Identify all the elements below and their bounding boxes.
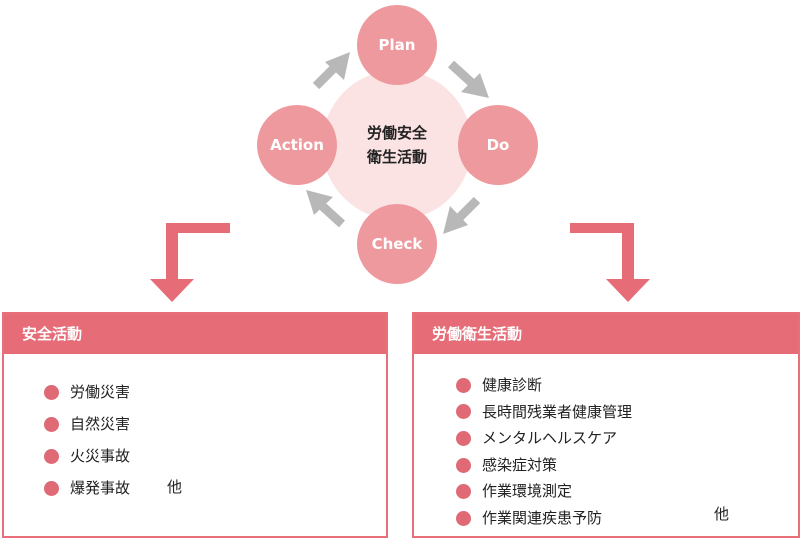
cycle-arrow-plan-to-do <box>447 60 489 98</box>
plan-label: Plan <box>379 36 416 54</box>
list-item: 爆発事故 <box>44 472 130 504</box>
flow-arrow-left <box>150 223 230 302</box>
safety-activities-panel: 安全活動 労働災害 自然災害 火災事故 爆発事故 他 <box>2 312 388 538</box>
list-item: 作業関連疾患予防 <box>456 505 632 532</box>
action-label: Action <box>270 136 324 154</box>
bullet-icon <box>44 448 59 464</box>
bullet-icon <box>44 384 59 400</box>
list-item: 労働災害 <box>44 376 130 408</box>
do-label: Do <box>487 136 510 154</box>
check-node <box>357 204 437 284</box>
occupational-health-title: 労働衛生活動 <box>414 314 798 354</box>
center-circle <box>322 70 472 220</box>
cycle-arrow-action-to-plan <box>312 52 350 90</box>
bullet-icon <box>456 510 471 526</box>
center-label-line2: 衛生活動 <box>366 148 427 166</box>
safety-etc-label: 他 <box>167 478 183 496</box>
occupational-health-list: 健康診断 長時間残業者健康管理 メンタルヘルスケア 感染症対策 作業環境測定 作… <box>456 372 632 532</box>
cycle-arrow-do-to-check <box>443 196 481 234</box>
center-label-line1: 労働安全 <box>367 124 428 142</box>
bullet-icon <box>456 377 471 393</box>
bullet-icon <box>456 404 471 420</box>
action-node <box>257 105 337 185</box>
list-item: 長時間残業者健康管理 <box>456 399 632 426</box>
list-item-label: 自然災害 <box>70 415 131 433</box>
safety-activities-title: 安全活動 <box>4 314 386 354</box>
bullet-icon <box>456 457 471 473</box>
list-item-label: メンタルヘルスケア <box>482 429 618 448</box>
list-item: 感染症対策 <box>456 452 632 479</box>
bullet-icon <box>456 484 471 500</box>
list-item: 自然災害 <box>44 408 130 440</box>
list-item: 健康診断 <box>456 372 632 399</box>
flow-arrow-right <box>570 223 650 302</box>
list-item-label: 長時間残業者健康管理 <box>482 402 633 421</box>
check-label: Check <box>372 235 424 253</box>
list-item-label: 作業関連疾患予防 <box>482 508 603 527</box>
do-node <box>458 105 538 185</box>
list-item: 作業環境測定 <box>456 478 632 505</box>
list-item-label: 健康診断 <box>482 376 543 394</box>
list-item: 火災事故 <box>44 440 130 472</box>
health-etc-label: 他 <box>714 505 730 523</box>
bullet-icon <box>456 430 471 446</box>
list-item-label: 感染症対策 <box>482 455 558 474</box>
plan-node <box>357 5 437 85</box>
list-item: メンタルヘルスケア <box>456 425 632 452</box>
list-item-label: 爆発事故 <box>70 479 131 497</box>
bullet-icon <box>44 480 59 496</box>
safety-activities-list: 労働災害 自然災害 火災事故 爆発事故 <box>44 376 130 504</box>
list-item-label: 労働災害 <box>70 383 131 401</box>
list-item-label: 作業環境測定 <box>482 482 573 501</box>
bullet-icon <box>44 416 59 432</box>
cycle-arrow-check-to-action <box>306 190 346 228</box>
occupational-health-panel: 労働衛生活動 健康診断 長時間残業者健康管理 メンタルヘルスケア 感染症対策 作… <box>412 312 800 538</box>
list-item-label: 火災事故 <box>70 447 131 465</box>
